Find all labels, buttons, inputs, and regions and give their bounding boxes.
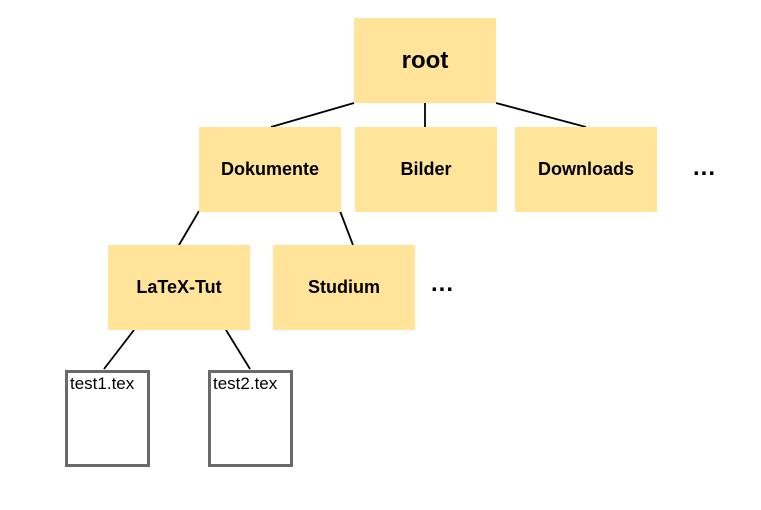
- edge-root-dokumente: [270, 102, 355, 128]
- edge-root-downloads: [495, 102, 587, 128]
- node-bilder-label: Bilder: [400, 159, 452, 179]
- edge-dokumente-latex-tut: [178, 210, 200, 246]
- node-latex-tut-label: LaTeX-Tut: [136, 277, 222, 297]
- node-test1-tex-label: test1.tex: [70, 374, 135, 393]
- node-root-label: root: [401, 46, 449, 74]
- node-downloads: Downloads: [515, 127, 657, 212]
- node-bilder: Bilder: [355, 127, 497, 212]
- edge-dokumente-studium: [339, 210, 354, 246]
- node-downloads-label: Downloads: [537, 159, 634, 179]
- node-test1-tex: test1.tex: [65, 370, 150, 467]
- node-test2-tex-label: test2.tex: [213, 374, 278, 393]
- edge-latex-tut-test2: [225, 329, 251, 370]
- edge-latex-tut-test1: [103, 329, 135, 370]
- node-studium-label: Studium: [308, 277, 380, 297]
- node-studium: Studium: [273, 245, 415, 330]
- node-dokumente-label: Dokumente: [220, 159, 319, 179]
- node-latex-tut: LaTeX-Tut: [108, 245, 250, 330]
- node-root: root: [354, 18, 496, 103]
- ellipsis-level1: ...: [693, 154, 717, 181]
- node-test2-tex: test2.tex: [208, 370, 293, 467]
- ellipsis-level2: ...: [431, 270, 455, 297]
- node-dokumente: Dokumente: [199, 127, 341, 212]
